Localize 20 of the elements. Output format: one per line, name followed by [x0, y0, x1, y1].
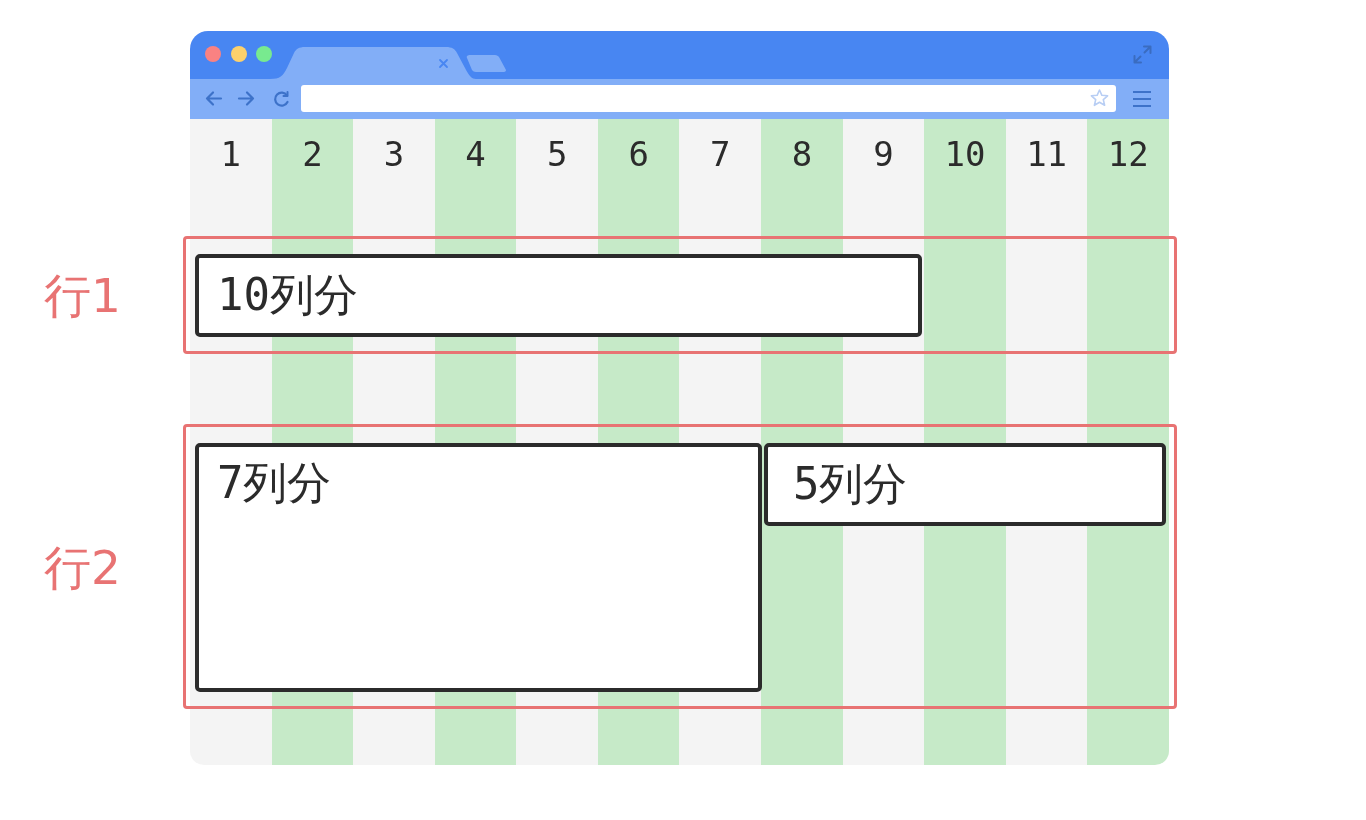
column-number: 10 — [944, 136, 986, 172]
grid-item — [195, 254, 922, 337]
item-label: 7列分 — [217, 459, 332, 507]
column-number: 3 — [383, 136, 405, 172]
item-label: 5列分 — [793, 460, 908, 508]
item-label: 10列分 — [217, 271, 358, 319]
column-number: 1 — [220, 136, 241, 172]
grid-item — [195, 443, 762, 692]
column-number: 5 — [546, 136, 568, 172]
row-heading: 行2 — [44, 543, 121, 593]
column-number: 4 — [465, 136, 486, 172]
column-number: 8 — [791, 136, 813, 172]
column-number: 11 — [1026, 136, 1068, 172]
column-number: 9 — [873, 136, 894, 172]
grid-item — [764, 443, 1166, 526]
row-heading: 行1 — [44, 271, 121, 321]
column-number: 2 — [302, 136, 323, 172]
column-number: 12 — [1107, 136, 1149, 172]
column-number: 6 — [628, 136, 649, 172]
column-number: 7 — [710, 136, 731, 172]
